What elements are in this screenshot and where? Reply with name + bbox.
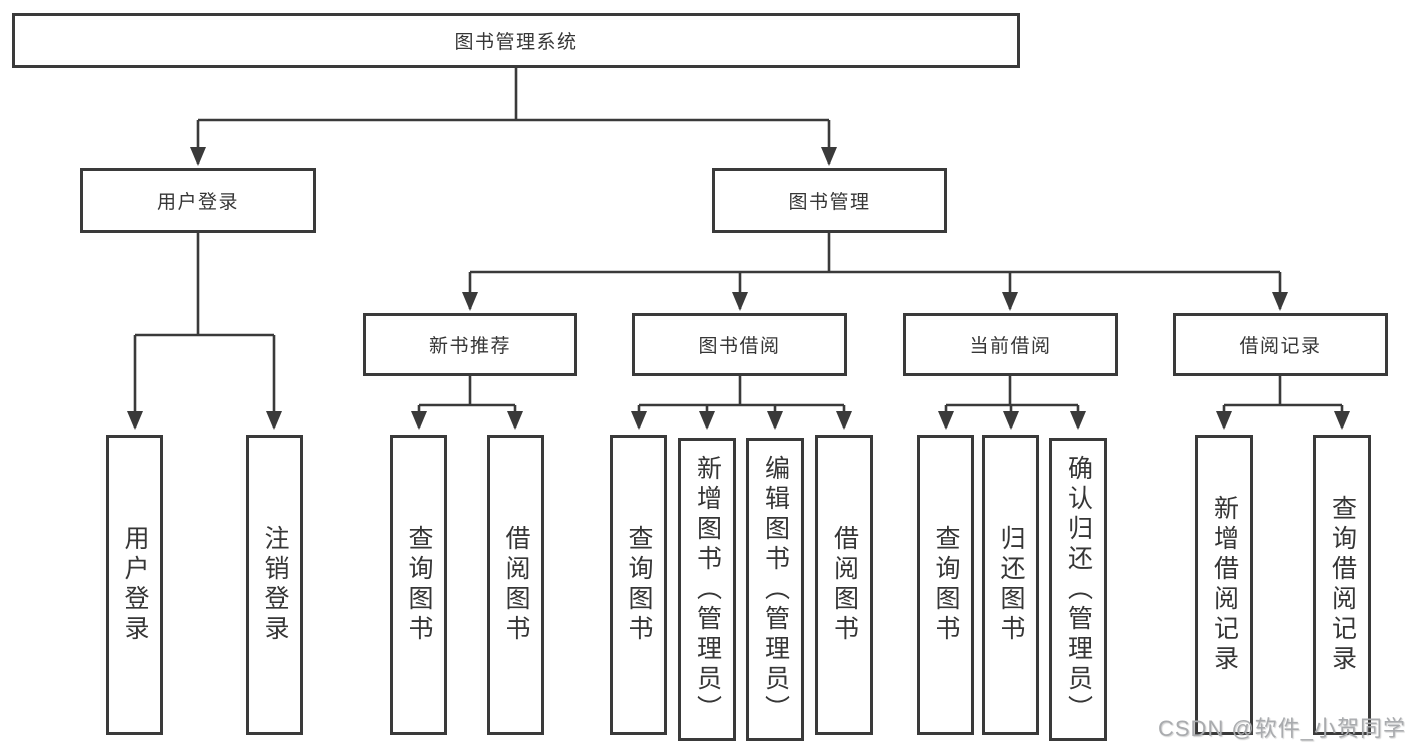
- leaf-add-books-admin: 新增图书（管理员）: [678, 438, 736, 741]
- leaf-borrow-books-borrowing: 借阅图书: [815, 435, 873, 735]
- leaf-borrow-books-recommend-label: 借阅图书: [502, 525, 530, 645]
- leaf-query-borrow-record-label: 查询借阅记录: [1328, 495, 1357, 675]
- leaf-edit-books-admin: 编辑图书（管理员）: [746, 438, 804, 741]
- leaf-query-books-borrowing-label: 查询图书: [625, 525, 653, 645]
- node-borrowing-records: 借阅记录: [1173, 313, 1388, 376]
- leaf-borrow-books-borrowing-label: 借阅图书: [830, 525, 859, 645]
- node-book-borrowing-label: 图书借阅: [698, 336, 781, 357]
- node-current-borrowing: 当前借阅: [903, 313, 1118, 376]
- node-current-borrowing-label: 当前借阅: [969, 336, 1052, 357]
- leaf-query-books-recommend-label: 查询图书: [405, 525, 433, 645]
- leaf-user-login: 用户登录: [106, 435, 163, 735]
- leaf-query-books-recommend: 查询图书: [390, 435, 447, 735]
- node-user-login: 用户登录: [80, 168, 316, 233]
- node-user-login-label: 用户登录: [156, 192, 239, 213]
- leaf-confirm-return-admin-label: 确认归还（管理员）: [1064, 454, 1093, 725]
- leaf-query-books-current-label: 查询图书: [932, 525, 960, 645]
- watermark: CSDN @软件_小贺同学: [1158, 716, 1405, 741]
- leaf-query-books-borrowing: 查询图书: [610, 435, 667, 735]
- node-borrowing-records-label: 借阅记录: [1239, 336, 1322, 357]
- node-library-system: 图书管理系统: [12, 13, 1020, 68]
- leaf-borrow-books-recommend: 借阅图书: [487, 435, 544, 735]
- leaf-confirm-return-admin: 确认归还（管理员）: [1049, 438, 1107, 741]
- node-library-system-label: 图书管理系统: [454, 32, 578, 53]
- leaf-edit-books-admin-label: 编辑图书（管理员）: [761, 454, 790, 725]
- node-book-management-label: 图书管理: [788, 192, 871, 213]
- node-book-management: 图书管理: [712, 168, 947, 233]
- leaf-add-borrow-record: 新增借阅记录: [1195, 435, 1253, 735]
- leaf-return-books: 归还图书: [982, 435, 1039, 735]
- leaf-logout: 注销登录: [246, 435, 303, 735]
- leaf-add-books-admin-label: 新增图书（管理员）: [693, 454, 722, 725]
- node-new-book-recommendation: 新书推荐: [363, 313, 577, 376]
- leaf-logout-label: 注销登录: [261, 525, 289, 645]
- node-new-book-recommendation-label: 新书推荐: [428, 336, 511, 357]
- leaf-add-borrow-record-label: 新增借阅记录: [1210, 495, 1239, 675]
- node-book-borrowing: 图书借阅: [632, 313, 847, 376]
- leaf-user-login-label: 用户登录: [121, 525, 149, 645]
- leaf-query-books-current: 查询图书: [917, 435, 974, 735]
- leaf-return-books-label: 归还图书: [997, 525, 1025, 645]
- leaf-query-borrow-record: 查询借阅记录: [1313, 435, 1371, 735]
